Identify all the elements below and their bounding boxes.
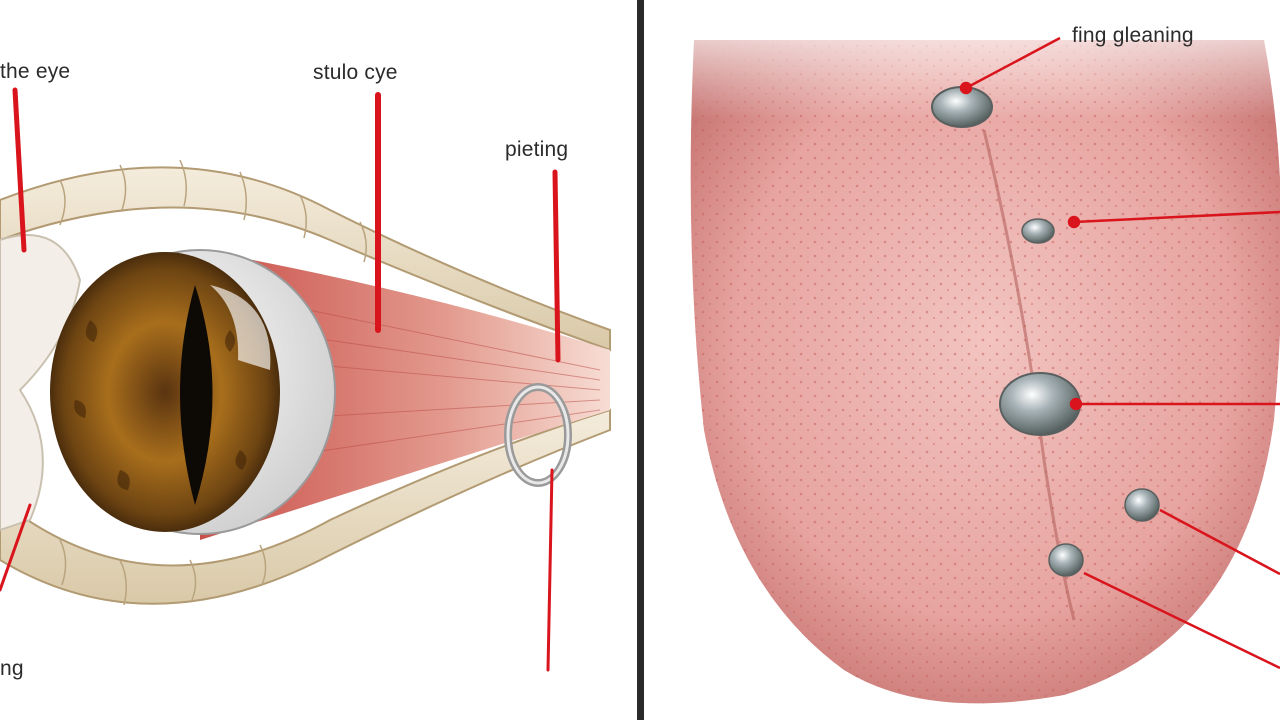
leader-line-top-right	[552, 169, 561, 363]
eye-illustration	[0, 87, 611, 672]
piercing-studs	[931, 86, 1160, 577]
slit-pupil	[180, 285, 213, 505]
leader-lines	[0, 87, 561, 672]
stud-lower-left	[1048, 543, 1084, 577]
label-fing-gleaning: fing gleaning	[1072, 24, 1194, 47]
eye-diagram-panel: the eye stulo cye pieting ng	[0, 0, 637, 720]
stud-center	[999, 372, 1081, 436]
tongue-diagram-panel: fing gleaning	[644, 0, 1280, 720]
lid-texture	[59, 159, 367, 606]
piercing-ring	[504, 383, 572, 487]
iris	[50, 252, 280, 532]
label-ng: ng	[0, 657, 24, 680]
leader-line-upper	[1073, 210, 1280, 224]
lower-eyelid	[0, 408, 611, 605]
label-pieting: pieting	[505, 138, 569, 161]
leader-line-bottom-right	[546, 468, 554, 672]
panel-divider	[637, 0, 644, 720]
leader-line-top-left	[12, 87, 27, 253]
leader-line-bottom-left	[0, 503, 32, 592]
tongue-leader-lines	[959, 36, 1280, 670]
folded-tissue	[0, 234, 82, 532]
iris-pattern	[74, 320, 247, 490]
leader-line-lower-right	[1159, 508, 1280, 576]
leader-line-top	[965, 36, 1061, 90]
eye-reflection	[210, 285, 271, 370]
label-stulo-cye: stulo cye	[313, 61, 398, 84]
tongue-illustration	[684, 0, 1280, 704]
label-the-eye: the eye	[0, 60, 71, 83]
stud-top	[931, 86, 993, 128]
stud-upper	[1021, 218, 1055, 244]
leader-line-lower-left	[1083, 571, 1280, 670]
stud-lower-right	[1124, 488, 1160, 522]
